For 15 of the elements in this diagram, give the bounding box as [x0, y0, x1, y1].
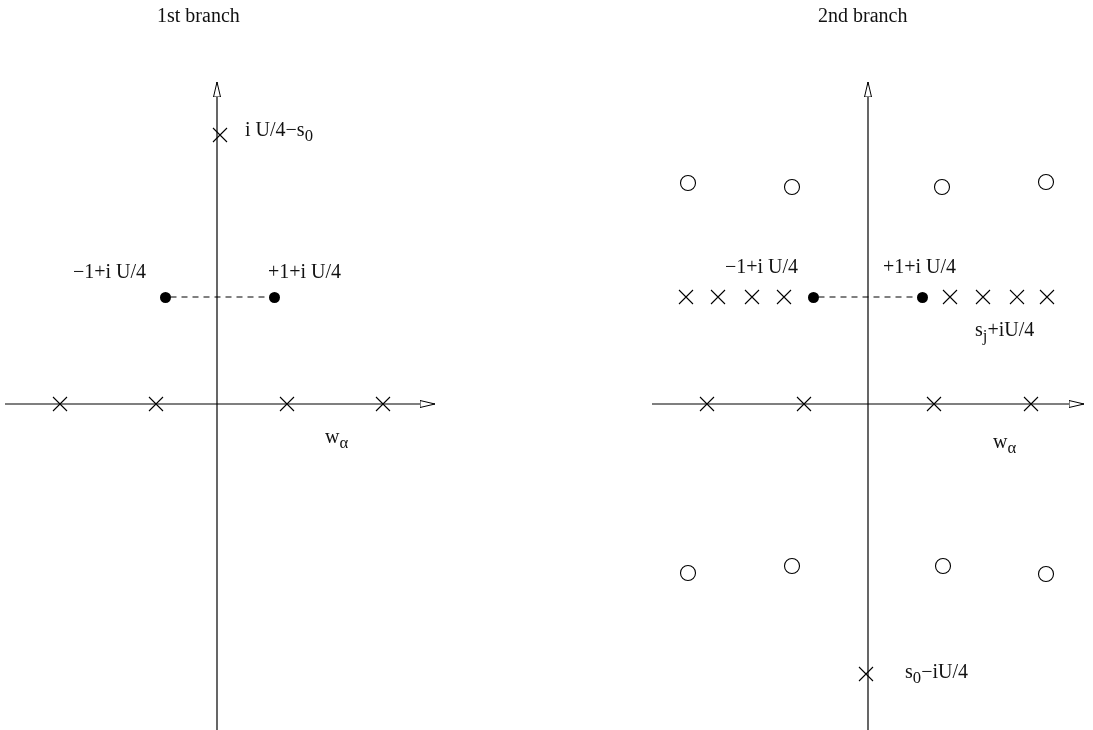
point-label: +1+i U/4 [268, 260, 342, 282]
panel-title: 2nd branch [818, 4, 908, 26]
point-dot [159, 291, 171, 303]
point-label: s$_{0}$−iU/4 [905, 660, 968, 689]
point-dot [916, 291, 928, 303]
point-dot [807, 291, 819, 303]
axis-label: w$_{α}$ [325, 425, 349, 454]
axis-label: w$_{α}$ [993, 430, 1017, 459]
point-label: −1+i U/4 [73, 260, 147, 282]
point-label: i U/4−s$_{0}$ [245, 118, 313, 147]
point-label: +1+i U/4 [883, 255, 957, 277]
point-dot [268, 291, 280, 303]
point-label: −1+i U/4 [725, 255, 799, 277]
point-label: s$_{j}$+iU/4 [975, 318, 1035, 347]
panel-title: 1st branch [157, 4, 240, 26]
